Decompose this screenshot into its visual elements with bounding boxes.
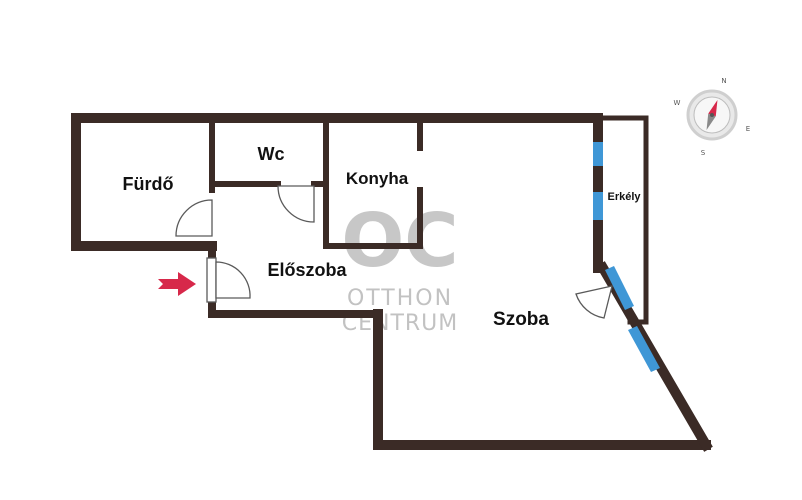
window-diagonal-lower [628,326,660,372]
room-labels: Fürdő Wc Konyha Előszoba Szoba Erkély [123,144,642,330]
compass-n: N [721,77,726,85]
door-furdo [175,199,213,237]
door-erkely [575,285,613,319]
room-label-konyha: Konyha [346,169,409,188]
window-erkely-lower [593,192,603,220]
door-entrance-frame [206,257,217,303]
room-label-eloszoba: Előszoba [267,260,347,280]
door-entrance [215,261,251,299]
compass-w: W [674,99,681,107]
door-wc [277,185,315,223]
window-diagonal-upper [605,266,634,310]
compass-e: E [746,125,750,133]
room-label-furdo: Fürdő [123,174,174,194]
entrance-arrow-icon [158,272,196,296]
room-label-szoba: Szoba [493,309,549,330]
room-label-wc: Wc [258,144,285,164]
compass-s: S [701,149,706,157]
window-erkely-upper [593,142,603,166]
compass-icon: N E S W [674,77,751,157]
doors [175,185,613,319]
watermark-line1: OTTHON [347,286,453,311]
windows [593,142,660,372]
watermark-logo: OC [341,198,458,284]
watermark: OC OTTHON CENTRUM [341,198,458,336]
room-label-erkely: Erkély [607,191,641,203]
